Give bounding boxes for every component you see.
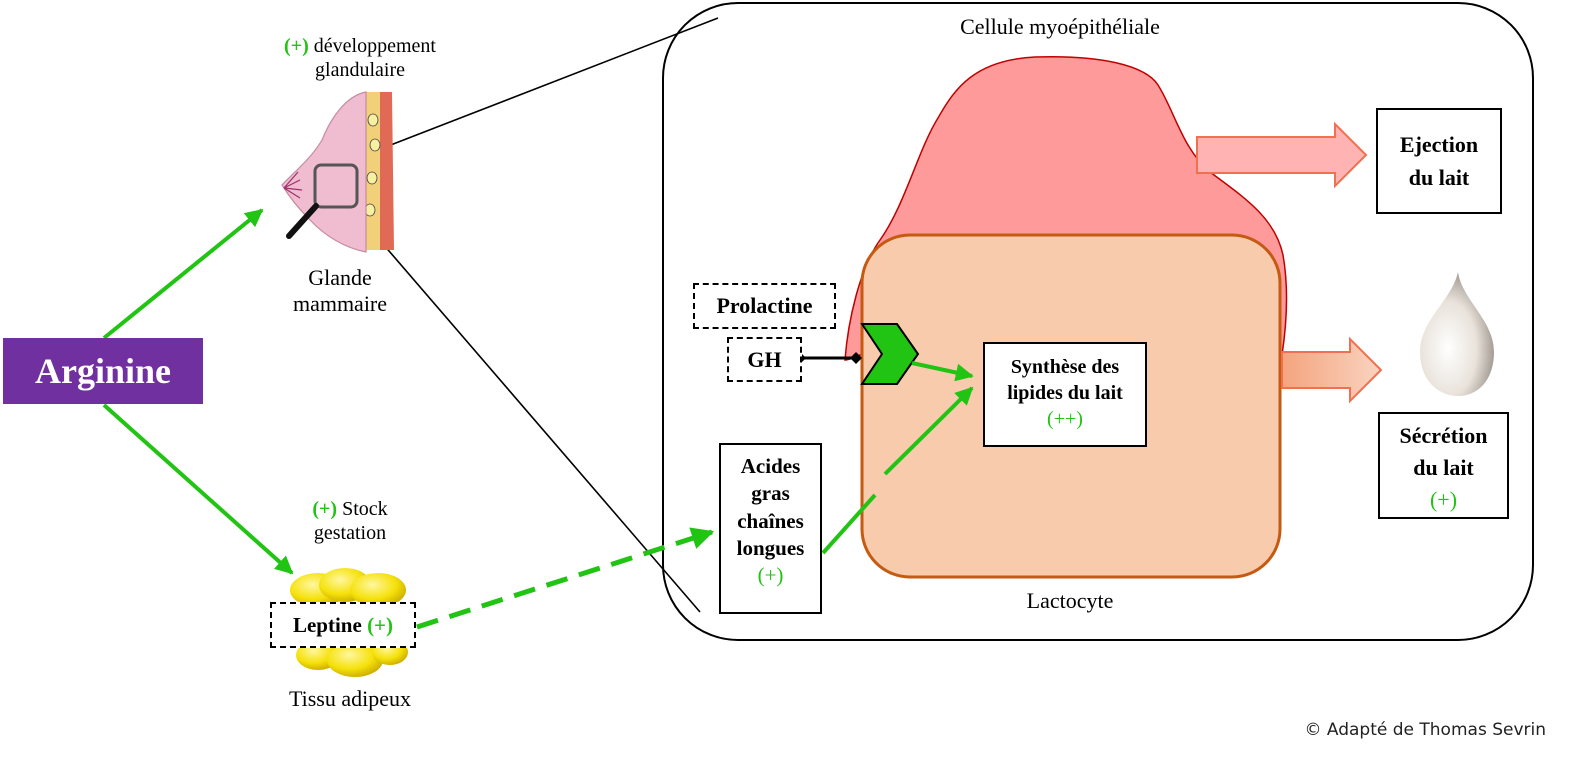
magnifier-icon [313, 163, 359, 209]
acides-gras-box: Acides gras chaînes longues (+) [719, 443, 822, 614]
adipose-effect: (+) Stock gestation [312, 498, 388, 544]
gh-box: GH [727, 337, 802, 382]
mammary-label: Glande mammaire [292, 265, 388, 316]
arrow-receptor-synthese [911, 361, 974, 382]
arginine-label: Arginine [34, 351, 171, 391]
arrow-secretion [1281, 336, 1383, 404]
lactocyte-label: Lactocyte [1026, 588, 1114, 613]
arrow-to-mammary [102, 208, 264, 340]
arrow-ejection [1196, 121, 1368, 189]
arginine-box: Arginine [3, 338, 203, 404]
arrow-acides-synthese [821, 493, 877, 555]
prolactine-box: Prolactine [693, 283, 836, 329]
leptine-box: Leptine (+) [270, 602, 416, 648]
milk-drop-icon [1420, 272, 1494, 396]
ejection-box: Ejection du lait [1376, 108, 1502, 214]
synthese-box: Synthèse des lipides du lait (++) [983, 342, 1147, 447]
mammary-effect: (+) développement glandulaire [284, 35, 436, 81]
credit-text: © Adapté de Thomas Sevrin [1304, 720, 1546, 740]
breast-icon [281, 91, 394, 253]
secretion-box: Sécrétion du lait (+) [1378, 412, 1509, 519]
arrow-leptine-acides [416, 527, 715, 630]
myoepithelial-label: Cellule myoépithéliale [960, 14, 1160, 39]
arrow-to-adipose [102, 403, 294, 575]
adipose-label: Tissu adipeux [288, 686, 412, 711]
receptor-icon [860, 323, 920, 385]
cell-outline [662, 2, 1534, 641]
adipose-cells-icon [290, 568, 408, 677]
zoom-line-top [351, 17, 719, 161]
zoom-line-bottom [351, 207, 701, 613]
